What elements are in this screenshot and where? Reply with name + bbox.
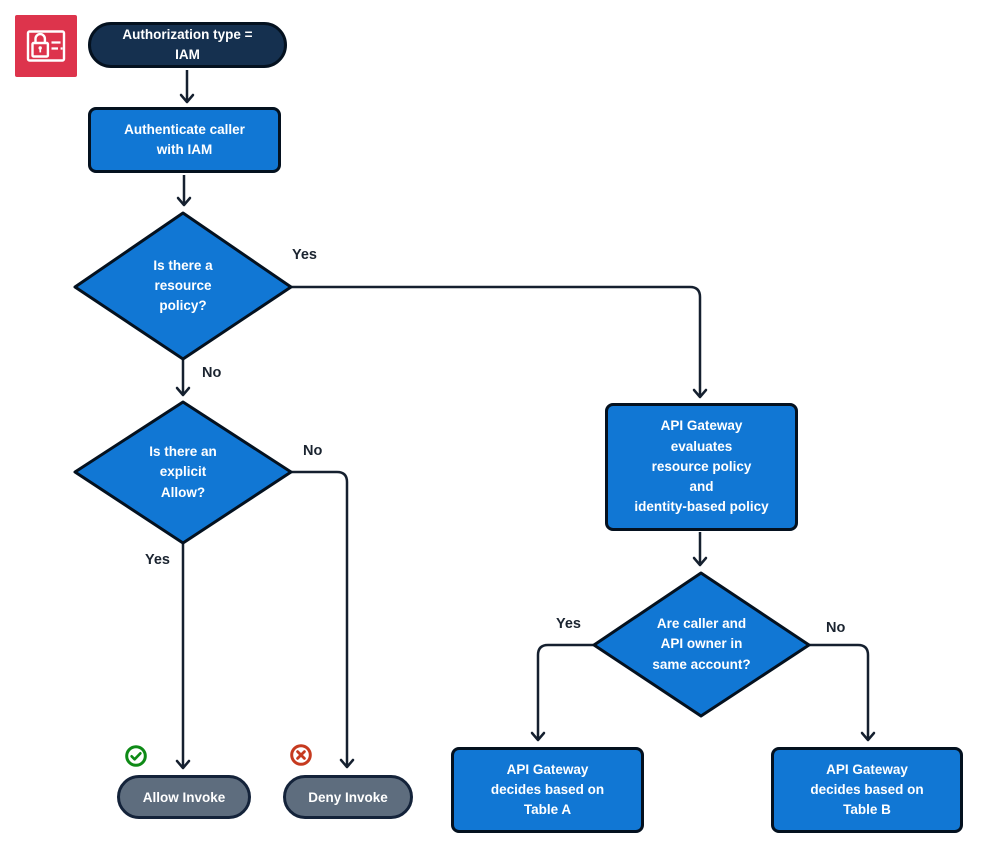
edge-same-account-yes-to-table-a [530, 643, 594, 742]
process-node-table-a: API Gateway decides based on Table A [451, 747, 644, 833]
end-node-deny-invoke: Deny Invoke [283, 775, 413, 819]
iam-icon-card-outline [26, 30, 66, 62]
decision-same-account-shape [592, 571, 811, 718]
process-node-authenticate-caller: Authenticate caller with IAM [88, 107, 281, 173]
iam-icon-text-dashes [51, 41, 63, 50]
edge-label-resource-policy-yes: Yes [292, 247, 317, 263]
edge-label-same-account-no: No [826, 620, 846, 636]
process-node-table-b: API Gateway decides based on Table B [771, 747, 963, 833]
start-node-authorization-type: Authorization type = IAM [88, 22, 287, 68]
edge-label-explicit-allow-yes: Yes [145, 552, 170, 568]
deny-x-icon [289, 743, 313, 767]
process-node-evaluate-policies: API Gateway evaluates resource policy an… [605, 403, 798, 531]
iam-icon-lock-shackle [34, 32, 47, 43]
decision-resource-policy-shape [73, 211, 293, 361]
iam-service-icon [15, 15, 77, 77]
edge-same-account-no-to-table-b [808, 643, 876, 742]
end-node-allow-invoke: Allow Invoke [117, 775, 251, 819]
iam-icon-keyhole-slot [39, 48, 42, 53]
edge-label-same-account-yes: Yes [556, 616, 581, 632]
edge-resource-policy-yes-to-evaluate [291, 285, 708, 399]
edge-explicit-allow-no-to-deny-invoke [291, 470, 355, 769]
decision-explicit-allow-shape [73, 400, 293, 545]
allow-check-icon [124, 744, 148, 768]
edge-label-resource-policy-no: No [202, 365, 222, 381]
edge-label-explicit-allow-no: No [303, 443, 323, 459]
